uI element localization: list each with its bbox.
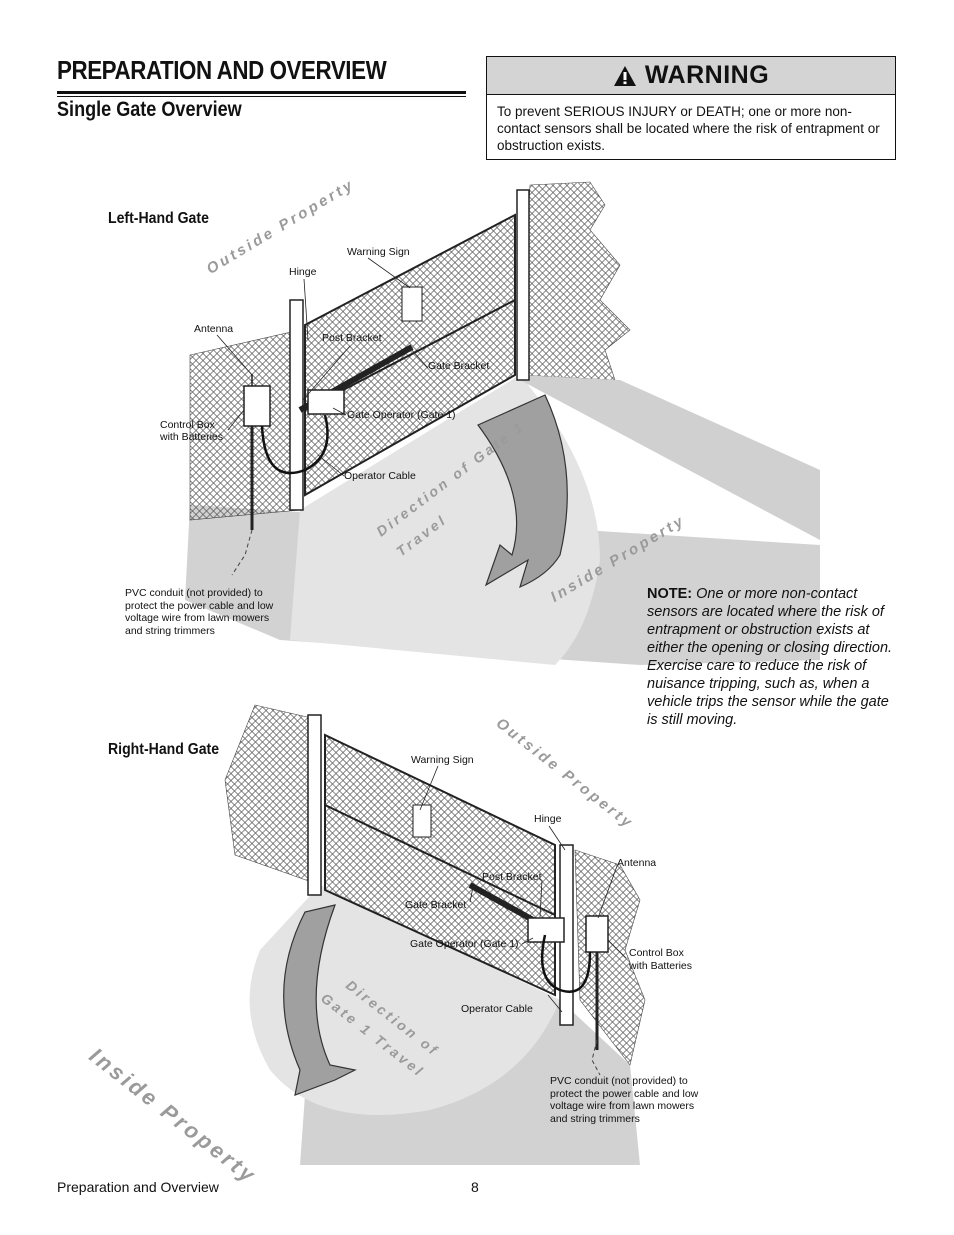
warning-box: WARNING To prevent SERIOUS INJURY or DEA… xyxy=(486,56,896,160)
footer-section-name: Preparation and Overview xyxy=(57,1179,219,1195)
right-callout-warning-sign: Warning Sign xyxy=(411,754,474,766)
title-rule xyxy=(57,91,466,94)
footer-page-number: 8 xyxy=(471,1179,479,1195)
left-gate-post xyxy=(289,299,304,511)
warning-text: To prevent SERIOUS INJURY or DEATH; one … xyxy=(497,104,880,153)
right-gate-operator xyxy=(527,917,565,943)
left-gate-operator xyxy=(307,389,345,415)
left-callout-post-bracket: Post Bracket xyxy=(322,332,382,344)
left-direction-arrow xyxy=(477,394,568,589)
left-callout-warning-sign: Warning Sign xyxy=(347,246,410,258)
right-hand-gate-label: Right-Hand Gate xyxy=(108,741,220,758)
note-text: One or more non-contact sensors are loca… xyxy=(647,586,893,728)
right-callout-control-box-1: Control Box xyxy=(629,947,684,959)
right-callout-gate-operator: Gate Operator (Gate 1) xyxy=(410,938,519,950)
left-callout-antenna: Antenna xyxy=(194,323,234,335)
left-gate-diagram xyxy=(185,181,820,665)
right-fence-post xyxy=(307,714,322,896)
right-warning-sign xyxy=(412,804,432,838)
left-fence-post xyxy=(516,189,530,381)
warning-header: WARNING xyxy=(487,57,895,95)
left-callout-operator-cable: Operator Cable xyxy=(344,470,416,482)
left-fence-right xyxy=(520,375,820,540)
right-callout-operator-cable: Operator Cable xyxy=(461,1003,533,1015)
right-operator-cable xyxy=(540,934,592,993)
left-warning-sign xyxy=(401,286,423,322)
warning-triangle-icon xyxy=(613,65,636,86)
warning-heading: WARNING xyxy=(644,61,770,89)
left-control-box xyxy=(243,385,271,427)
left-callout-control-box-1: Control Box xyxy=(160,419,215,431)
right-callout-hinge: Hinge xyxy=(534,813,562,825)
note-label: NOTE: xyxy=(647,586,693,602)
right-callout-antenna: Antenna xyxy=(617,857,657,869)
right-callout-gate-bracket: Gate Bracket xyxy=(405,899,467,911)
title-rule-thin xyxy=(57,96,466,97)
right-callout-pvc-conduit: PVC conduit (not provided) to protect th… xyxy=(550,1075,699,1125)
left-callout-gate-operator: Gate Operator (Gate 1) xyxy=(347,409,456,421)
left-callout-control-box-2: with Batteries xyxy=(160,431,224,443)
right-control-box xyxy=(585,915,609,953)
right-fence-back xyxy=(224,704,321,886)
sensor-note: NOTE: One or more non-contact sensors ar… xyxy=(647,585,897,729)
left-callout-gate-bracket: Gate Bracket xyxy=(428,360,490,372)
left-hand-gate-label: Left-Hand Gate xyxy=(108,210,209,227)
left-operator-cable xyxy=(260,414,329,475)
right-callout-post-bracket: Post Bracket xyxy=(482,871,542,883)
right-callout-control-box-2: with Batteries xyxy=(629,960,693,972)
right-gate-panel xyxy=(324,733,556,997)
left-fence-back xyxy=(519,181,631,381)
right-direction-arrow xyxy=(283,904,357,1096)
left-callout-pvc-conduit: PVC conduit (not provided) to protect th… xyxy=(125,587,274,637)
page-title: PREPARATION AND OVERVIEW xyxy=(57,55,387,85)
section-subtitle: Single Gate Overview xyxy=(57,98,242,121)
right-gate-diagram xyxy=(224,704,646,1165)
left-callout-hinge: Hinge xyxy=(289,266,317,278)
right-fence-right xyxy=(574,849,646,1066)
